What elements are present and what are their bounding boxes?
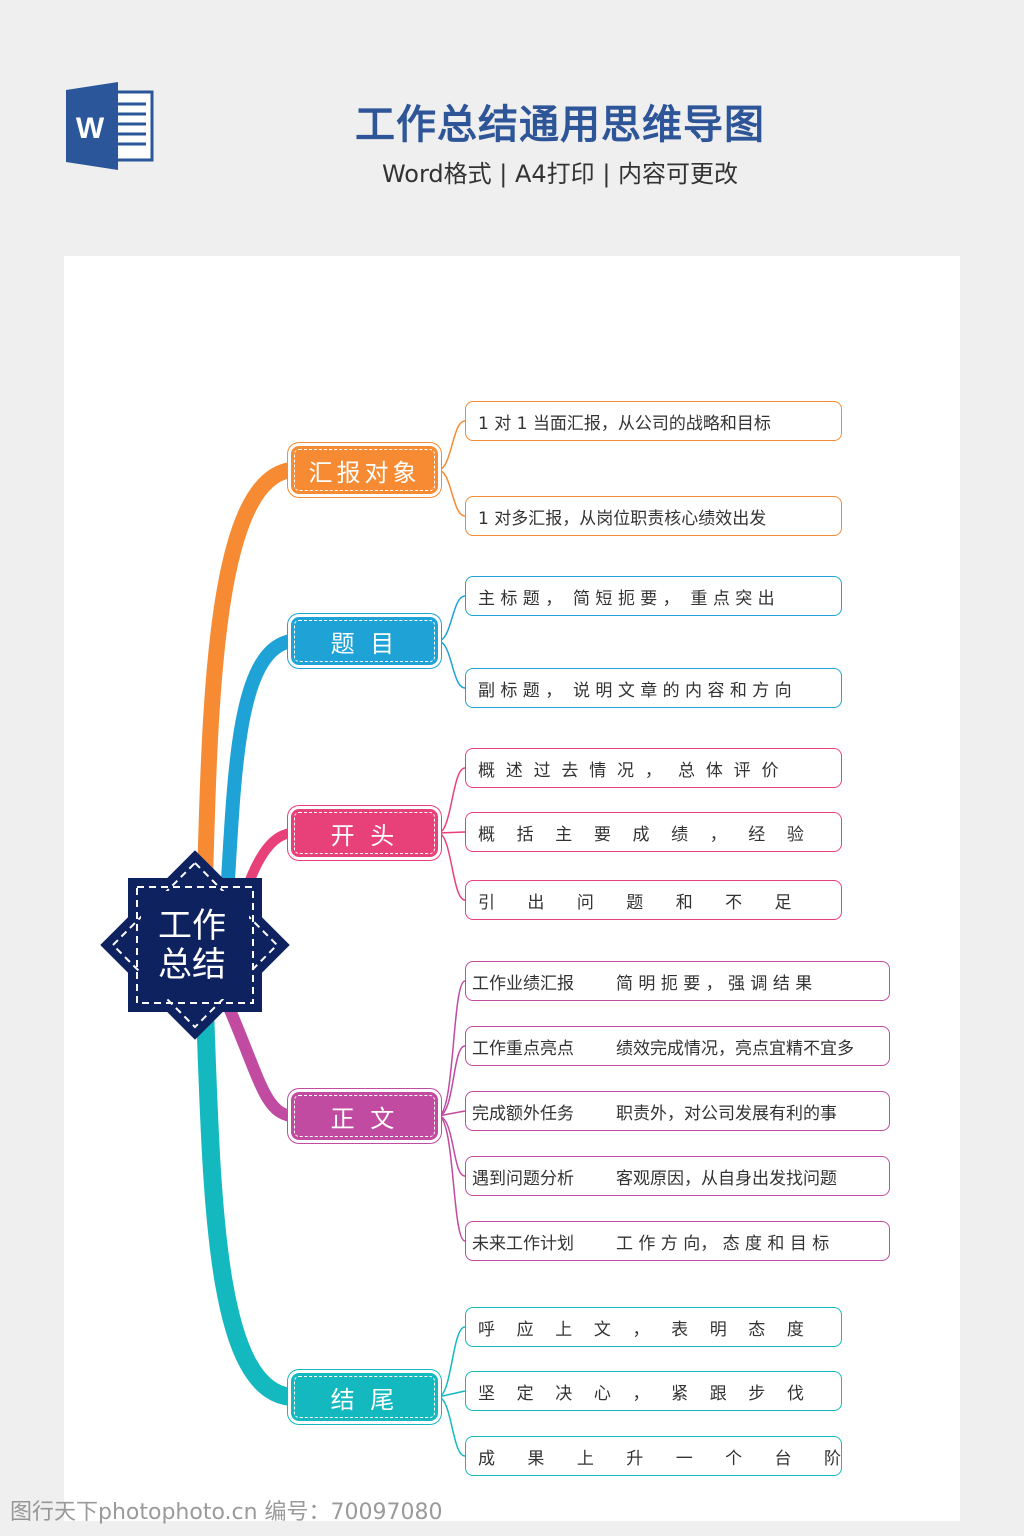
leaf-item[interactable]: 概 括 主 要 成 绩 ， 经 验 — [465, 812, 842, 852]
leaf-item[interactable]: 引 出 问 题 和 不 足 — [465, 880, 842, 920]
leaf-item[interactable]: 遇到问题分析 客观原因，从自身出发找问题 — [465, 1156, 890, 1196]
branch-body[interactable]: 正 文 — [291, 1092, 438, 1140]
leaf-detail: 简 明 扼 要 ， 强 调 结 果 — [616, 973, 813, 994]
leaf-item[interactable]: 成 果 上 升 一 个 台 阶 — [465, 1436, 842, 1476]
connector-branch-1 — [221, 634, 298, 887]
leaf-item[interactable]: 主 标 题 ， 简 短 扼 要 ， 重 点 突 出 — [465, 576, 842, 616]
branch-opening[interactable]: 开 头 — [291, 809, 438, 857]
connector-branch-2 — [245, 828, 296, 885]
leaf-topic: 完成额外任务 — [472, 1103, 574, 1124]
connector-branch-3 — [224, 1004, 297, 1122]
page-title: 工作总结通用思维导图 — [355, 102, 765, 148]
leaf-item[interactable]: 副 标 题 ， 说 明 文 章 的 内 容 和 方 向 — [465, 668, 842, 708]
svg-text:W: W — [76, 112, 105, 145]
connector-branch-4 — [196, 1001, 300, 1406]
leaf-topic: 遇到问题分析 — [472, 1168, 574, 1189]
leaf-detail: 职责外，对公司发展有利的事 — [616, 1103, 837, 1124]
leaf-detail: 工 作 方 向， 态 度 和 目 标 — [616, 1233, 830, 1254]
leaf-detail: 绩效完成情况，亮点宜精不宜多 — [616, 1038, 854, 1059]
watermark: 图行天下photophoto.cn 编号：70097080 — [10, 1500, 443, 1525]
page-subtitle: Word格式 | A4打印 | 内容可更改 — [381, 160, 739, 188]
branch-ending[interactable]: 结 尾 — [291, 1373, 438, 1421]
leaf-topic: 工作重点亮点 — [472, 1038, 574, 1059]
center-star — [100, 850, 290, 1040]
leaf-item[interactable]: 呼 应 上 文 ， 表 明 态 度 — [465, 1307, 842, 1347]
leaf-item[interactable]: 未来工作计划 工 作 方 向， 态 度 和 目 标 — [465, 1221, 890, 1261]
leaf-item[interactable]: 工作重点亮点 绩效完成情况，亮点宜精不宜多 — [465, 1026, 890, 1066]
leaf-item[interactable]: 完成额外任务 职责外，对公司发展有利的事 — [465, 1091, 890, 1131]
center-line2: 总结 — [158, 945, 226, 985]
leaf-detail: 客观原因，从自身出发找问题 — [616, 1168, 837, 1189]
leaf-topic: 工作业绩汇报 — [472, 973, 574, 994]
leaf-item[interactable]: 1 对 1 当面汇报，从公司的战略和目标 — [465, 401, 842, 441]
branch-reporting-target[interactable]: 汇报对象 — [291, 446, 438, 494]
leaf-item[interactable]: 1 对多汇报，从岗位职责核心绩效出发 — [465, 496, 842, 536]
center-line1: 工作 — [158, 906, 226, 946]
leaf-item[interactable]: 概 述 过 去 情 况 ， 总 体 评 价 — [465, 748, 842, 788]
leaf-item[interactable]: 工作业绩汇报 简 明 扼 要 ， 强 调 结 果 — [465, 961, 890, 1001]
leaf-item[interactable]: 坚 定 决 心 ， 紧 跟 步 伐 — [465, 1371, 842, 1411]
connector-branch-0 — [197, 462, 299, 888]
branch-title[interactable]: 题 目 — [291, 617, 438, 665]
leaf-topic: 未来工作计划 — [472, 1233, 574, 1254]
word-icon: W — [64, 82, 156, 170]
